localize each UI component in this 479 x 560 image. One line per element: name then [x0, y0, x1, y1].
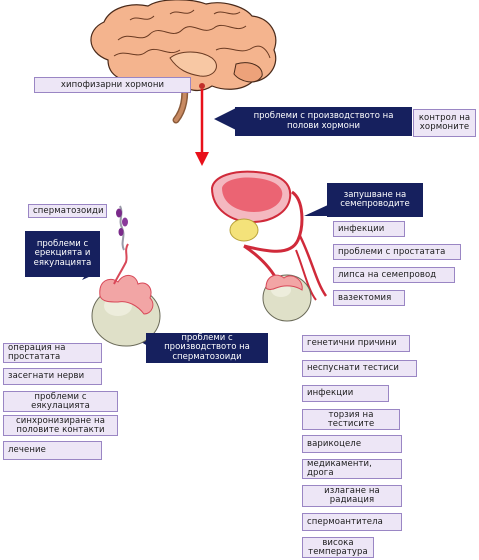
genetic-causes-label: генетични причини — [302, 335, 410, 352]
erection-problems-label: проблеми с ерекцията и еякулацията — [25, 231, 100, 277]
prostate-surgery-label: операция на простатата — [3, 343, 102, 363]
undescended-testes-label: неспуснати тестиси — [302, 360, 417, 377]
vas-blockage-label: запушване на семепроводите — [327, 183, 423, 217]
testis-left-illustration — [91, 205, 161, 347]
medication-label: медикаменти, дрога — [302, 459, 402, 479]
testicular-torsion-label: торзия на тестисите — [302, 409, 400, 430]
infections-right-label: инфекции — [333, 221, 405, 237]
prostate-problems-label: проблеми с простатата — [333, 244, 461, 260]
sperm-production-label: проблеми с производството на сперматозои… — [146, 333, 268, 363]
contact-sync-label: синхронизиране на половите контакти — [3, 415, 118, 436]
missing-vas-label: липса на семепровод — [333, 267, 455, 283]
high-temperature-label: висока температура — [302, 537, 374, 558]
infections-bottom-label: инфекции — [302, 385, 389, 402]
pituitary-hormones-label: хипофизарни хормони — [34, 77, 191, 93]
vasectomy-label: вазектомия — [333, 290, 405, 306]
ejaculation-problems-label: проблеми с еякулацията — [3, 391, 118, 412]
hormone-problems-label: проблеми с производството на полови хорм… — [235, 107, 412, 136]
prostate-illustration — [210, 170, 328, 322]
sperm-antibodies-label: спермоантитела — [302, 513, 402, 531]
hormone-arrow — [195, 89, 209, 166]
hormone-control-label: контрол на хормоните — [413, 109, 476, 137]
hormone-pointer — [214, 107, 238, 131]
sperm-label: сперматозоиди — [28, 204, 107, 218]
varicocele-label: варикоцеле — [302, 435, 402, 453]
radiation-label: излагане на радиация — [302, 485, 402, 507]
treatment-label: лечение — [3, 441, 102, 460]
vas-pointer — [304, 204, 330, 216]
brain-illustration — [90, 0, 277, 124]
affected-nerves-label: засегнати нерви — [3, 368, 102, 385]
